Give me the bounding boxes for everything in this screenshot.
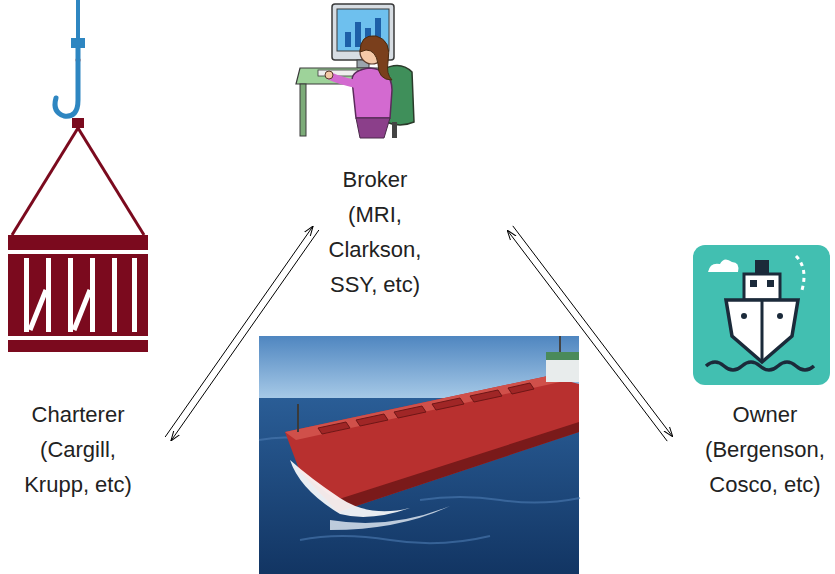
illustration-part (24, 258, 29, 332)
illustration-part (74, 290, 90, 330)
illustration-part (300, 84, 306, 136)
illustration-part (318, 383, 534, 434)
illustration-part (290, 460, 410, 517)
illustration-part (325, 71, 333, 79)
ship-icon (693, 245, 830, 385)
illustration-part (546, 352, 579, 360)
illustration-part (68, 258, 73, 332)
illustration-part (72, 118, 84, 128)
illustration-part (30, 290, 46, 330)
illustration-part (12, 128, 78, 235)
illustration-part (330, 76, 356, 84)
illustration-part (8, 336, 148, 340)
illustration-part (355, 22, 361, 47)
illustration-part (706, 362, 814, 370)
illustration-part (755, 260, 769, 274)
illustration-part (708, 259, 738, 272)
illustration-part (432, 398, 464, 410)
illustration-part (90, 258, 95, 332)
flow-arrow (507, 230, 667, 441)
broker-icon (296, 4, 414, 138)
illustration-part (8, 235, 148, 352)
illustration-part (559, 336, 561, 352)
illustration-part (78, 128, 144, 235)
illustration-part (767, 280, 774, 287)
illustration-part (55, 48, 78, 116)
illustration-part (750, 280, 757, 287)
illustration-part (761, 300, 764, 360)
illustration-part (744, 274, 780, 300)
illustration-part (508, 383, 534, 394)
illustration-part (285, 376, 560, 440)
party-label: Broker (MRI, Clarkson, SSY, etc) (320, 162, 430, 302)
party-label: Charterer (Cargill, Krupp, etc) (18, 397, 138, 502)
illustration-part (693, 245, 830, 385)
illustration-part (345, 32, 351, 47)
illustration-part (726, 300, 798, 362)
party-node: Broker (MRI, Clarkson, SSY, etc) (320, 162, 430, 302)
illustration-part (318, 422, 350, 434)
illustration-part (300, 422, 579, 512)
illustration-part (132, 258, 137, 332)
illustration-part (46, 258, 51, 332)
container-crane-icon (8, 0, 148, 352)
illustration-part (470, 390, 502, 402)
illustration-part (392, 122, 397, 138)
illustration-part (112, 258, 117, 332)
illustration-part (741, 313, 747, 319)
illustration-part (76, 0, 80, 40)
flow-arrow (171, 230, 319, 441)
party-label: Owner (Bergenson, Cosco, etc) (702, 397, 828, 502)
illustration-part (8, 250, 148, 254)
illustration-part (330, 506, 450, 530)
illustration-part (356, 118, 390, 138)
flow-arrow (165, 226, 313, 437)
illustration-part (356, 414, 388, 426)
party-node: Owner (Bergenson, Cosco, etc) (702, 397, 828, 502)
illustration-part (360, 36, 392, 80)
illustration-part (297, 404, 299, 432)
illustration-part (546, 352, 579, 382)
illustration-part (394, 406, 426, 418)
flow-arrow (513, 226, 673, 437)
illustration-part (777, 313, 783, 319)
ship-photo (259, 336, 580, 574)
illustration-part (796, 256, 804, 290)
party-node: Charterer (Cargill, Krupp, etc) (18, 397, 138, 502)
